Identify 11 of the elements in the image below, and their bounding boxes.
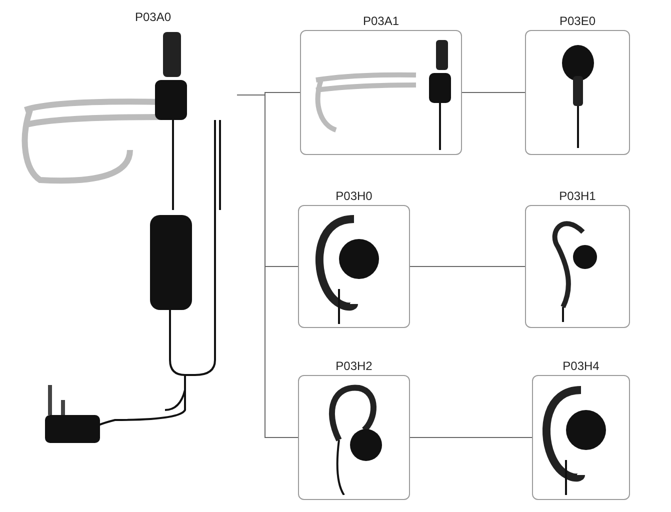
connector-line <box>236 94 298 438</box>
product-code: P03E0 <box>559 13 596 30</box>
product-code: P03H2 <box>336 358 372 375</box>
connector-line <box>410 437 532 438</box>
product-code: P03H0 <box>336 188 372 205</box>
product-code: P03H4 <box>562 358 600 375</box>
product-code: P03H1 <box>559 188 596 205</box>
product-code: P03A0 <box>135 9 172 26</box>
product-code: P03A1 <box>362 13 400 30</box>
connector-line <box>462 92 526 93</box>
connector-line <box>410 266 526 267</box>
